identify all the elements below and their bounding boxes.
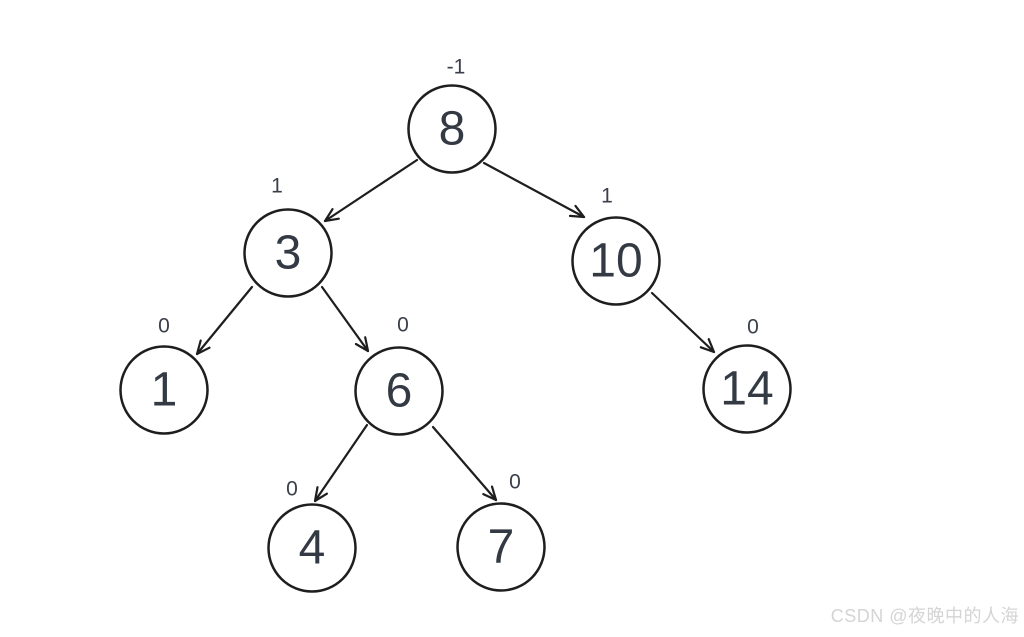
tree-node-6: [354, 346, 444, 436]
node-value-7: 7: [488, 521, 515, 574]
node-value-1: 1: [151, 364, 178, 417]
tree-edge-n3-n6: [320, 285, 370, 353]
tree-node-8: [407, 84, 497, 174]
balance-factor-3: 1: [271, 175, 283, 198]
tree-edge-n10-n14: [650, 291, 716, 354]
node-value-6: 6: [386, 365, 413, 418]
arrowhead-n3-n6: [354, 336, 370, 353]
arrowhead-n6-n4: [313, 486, 328, 503]
node-value-8: 8: [439, 103, 466, 156]
tree-edge-n3-n1: [195, 285, 254, 356]
node-value-3: 3: [275, 227, 302, 280]
balance-factor-4: 0: [286, 478, 298, 501]
tree-edge-n8-n10: [482, 161, 586, 219]
tree-node-4: [267, 503, 357, 593]
watermark: CSDN @夜晚中的人海: [830, 606, 1019, 626]
arrowhead-n8-n10: [568, 204, 586, 219]
tree-node-14: [702, 344, 792, 434]
balance-factor-10: 1: [601, 185, 613, 208]
tree-edge-n6-n4: [313, 423, 369, 503]
arrowhead-n3-n1: [195, 339, 211, 356]
balance-factor-14: 0: [747, 316, 759, 339]
tree-node-1: [119, 345, 209, 435]
tree-edge-n6-n7: [431, 425, 498, 502]
node-value-14: 14: [720, 363, 773, 416]
balance-factor-1: 0: [158, 315, 170, 338]
balance-factor-6: 0: [397, 314, 409, 337]
node-value-4: 4: [299, 522, 326, 575]
arrowhead-n8-n3: [323, 208, 340, 223]
tree-node-3: [243, 208, 333, 298]
node-value-10: 10: [589, 235, 642, 288]
arrowhead-n6-n7: [482, 485, 498, 502]
arrowhead-n10-n14: [699, 338, 716, 354]
tree-edge-n8-n3: [323, 158, 419, 223]
tree-node-10: [571, 216, 661, 306]
tree-node-7: [456, 502, 546, 592]
balance-factor-7: 0: [509, 471, 521, 494]
balance-factor-8: -1: [447, 56, 466, 79]
